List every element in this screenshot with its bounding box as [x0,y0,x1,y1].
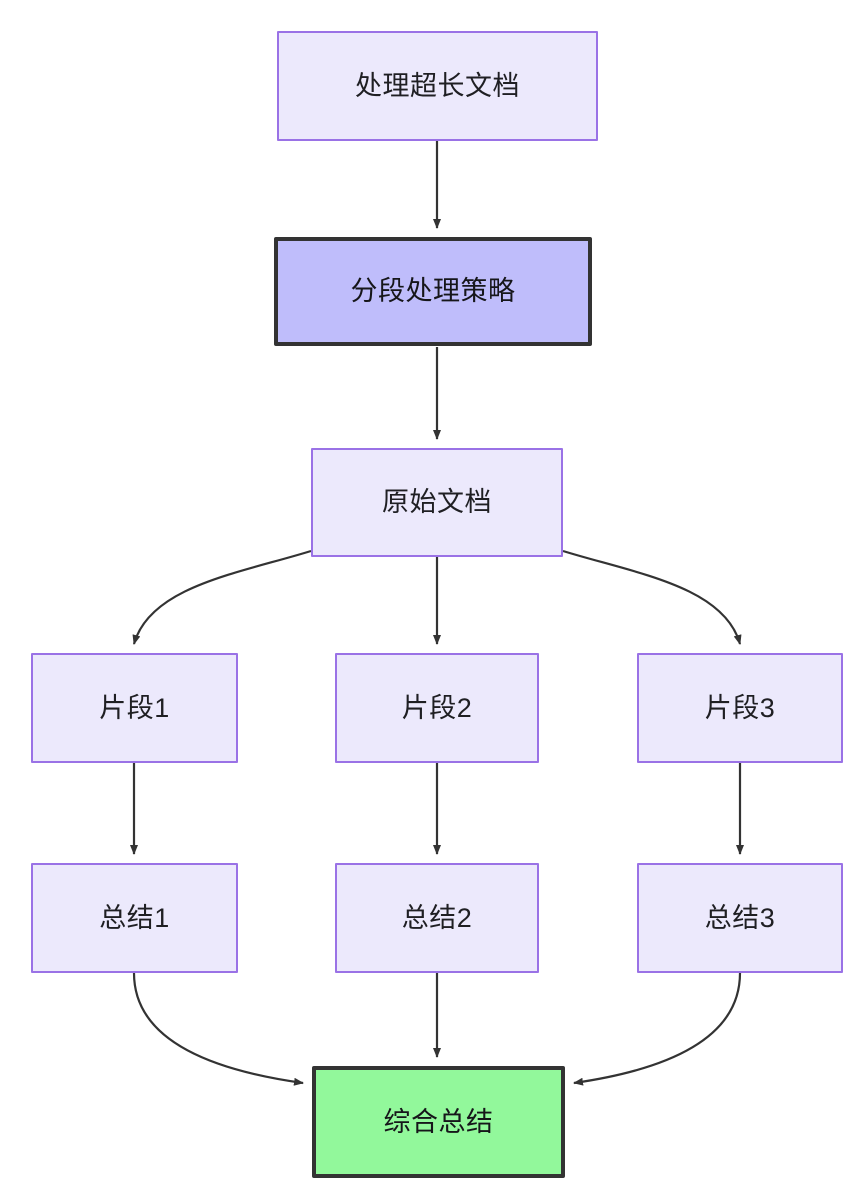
node-label-long-document: 处理超长文档 [355,70,520,101]
node-final-summary[interactable]: 综合总结 [312,1066,565,1178]
node-source-document[interactable]: 原始文档 [311,448,563,557]
node-label-fragment-1: 片段1 [99,692,170,723]
node-label-source-document: 原始文档 [382,487,492,518]
node-fragment-1[interactable]: 片段1 [31,653,238,763]
node-fragment-3[interactable]: 片段3 [637,653,843,763]
node-label-chunk-strategy: 分段处理策略 [350,276,516,307]
node-summary-2[interactable]: 总结2 [335,863,539,973]
node-label-fragment-3: 片段3 [704,692,776,723]
node-long-document[interactable]: 处理超长文档 [277,31,598,141]
node-label-summary-2: 总结2 [401,902,473,933]
edge-source-document-to-fragment-1 [132,549,312,645]
node-label-summary-1: 总结1 [99,902,170,933]
node-label-fragment-2: 片段2 [401,692,473,723]
edge-summary-1-to-final-summary [132,972,304,1086]
node-label-final-summary: 综合总结 [383,1106,494,1137]
node-fragment-2[interactable]: 片段2 [335,653,539,763]
node-chunk-strategy[interactable]: 分段处理策略 [274,237,592,346]
node-summary-3[interactable]: 总结3 [637,863,843,973]
edge-summary-3-to-final-summary [573,972,742,1086]
node-summary-1[interactable]: 总结1 [31,863,238,973]
edge-source-document-to-fragment-3 [562,549,742,645]
node-label-summary-3: 总结3 [704,902,776,933]
